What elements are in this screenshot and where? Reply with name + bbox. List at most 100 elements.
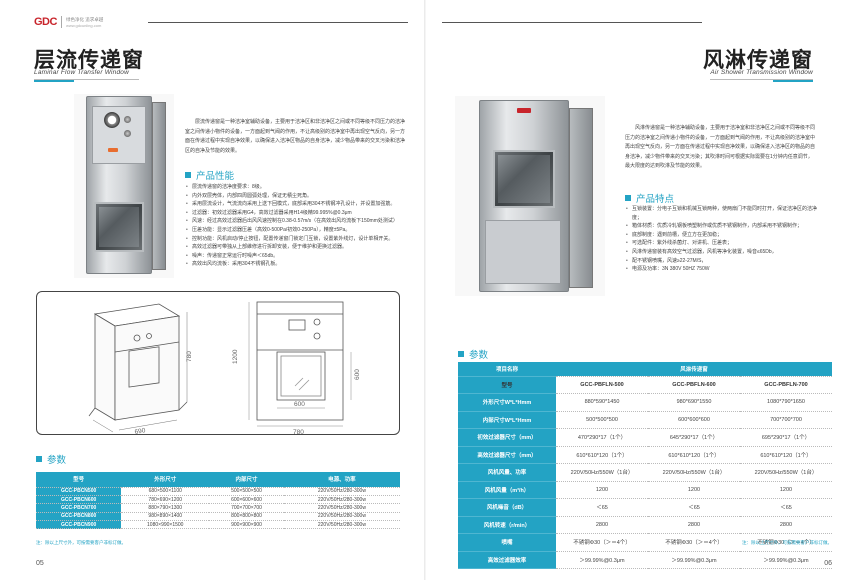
- front-elevation: [256, 301, 344, 421]
- table-cell: 610*610*120（1个）: [740, 446, 832, 464]
- logo-slogan: 绿色净化 追求卓越: [65, 16, 104, 22]
- table-cell: 980*690*1550: [648, 393, 740, 412]
- dim-depth-label: 690: [134, 427, 146, 436]
- section-bullet-icon: [625, 195, 631, 201]
- features-title: 产品性能: [196, 171, 235, 182]
- feature-item: 过滤器：初效过滤器采用G4，高效过滤器采用H14级精99.995%@0.3μm: [186, 209, 408, 218]
- table-cell: 1200: [648, 481, 740, 499]
- model-cell: GCC-PBFLN-600: [648, 376, 740, 394]
- table-cell: 1080*790*1650: [740, 393, 832, 412]
- table-row: 风机转速（r/min） 2800 2800 2800: [458, 516, 832, 534]
- table-cell: 220V/50Hz/280-300w: [283, 487, 400, 496]
- table-row: 风机风量（m³/h） 1200 1200 1200: [458, 481, 832, 499]
- dim-width-label: 780: [293, 429, 304, 436]
- table-cell: 1200: [556, 481, 648, 499]
- table-row: 风机噪音（dB） ＜65 ＜65 ＜65: [458, 498, 832, 517]
- params-heading: 参数: [458, 347, 488, 361]
- model-row: 型号 GCC-PBFLN-500 GCC-PBFLN-600 GCC-PBFLN…: [458, 376, 832, 394]
- model-cell: GCC-PBCN900: [36, 520, 122, 530]
- table-cell: 645*290*17（1个）: [648, 428, 740, 447]
- logo-divider: [60, 16, 62, 28]
- column-header: 外形尺寸: [121, 472, 210, 488]
- table-row: 外形尺寸W*L*Hmm 880*590*1450 980*690*1550 10…: [458, 393, 832, 412]
- table-cell: 220V/50Hz/550W（1台）: [648, 463, 740, 482]
- table-cell: 2800: [648, 516, 740, 534]
- dim-window-height-label: 600: [354, 369, 361, 380]
- table-cell: 980×890×1400: [121, 512, 210, 522]
- table-cell: 680×500×1100: [121, 487, 210, 496]
- table-cell: ＞99.99%@0.3μm: [648, 551, 740, 569]
- row-label: 高效过滤器效率: [458, 551, 556, 569]
- row-label: 初效过滤器尺寸（mm）: [458, 428, 556, 447]
- model-cell: GCC-PBCN500: [36, 487, 122, 496]
- feature-item: 采用层流设计，气流流向采用上送下回模式，底部采用304不锈钢冲孔设计，并设置加强…: [186, 200, 408, 209]
- right-page: 风淋传递窗 Air Shower Transmission Window 风淋传…: [425, 0, 850, 580]
- table-cell: 2800: [740, 516, 832, 534]
- section-bullet-icon: [458, 351, 464, 357]
- table-cell: 2800: [556, 516, 648, 534]
- spec-table: 项目名称 风淋传递窗 型号 GCC-PBFLN-500 GCC-PBFLN-60…: [458, 362, 832, 569]
- intro-text: 层流传递窗是一种洁净室辅助设备，主要用于洁净区和非洁净区之间或不同等级不同压力的…: [185, 118, 405, 156]
- feature-item: 箱体材质：优质冷轧钢板喷塑制作或优质不锈钢制作，内部采用不锈钢制作；: [626, 222, 818, 231]
- table-cell: 695*290*17（1个）: [740, 428, 832, 447]
- table-cell: 1200: [740, 481, 832, 499]
- footnote: 注：除以上尺寸外，可按需要客户非标订做。: [742, 540, 832, 545]
- params-heading: 参数: [36, 452, 66, 466]
- params-title: 参数: [47, 455, 67, 466]
- table-cell: 600×600×600: [209, 495, 284, 505]
- page-subtitle: Air Shower Transmission Window: [710, 69, 813, 76]
- logo-mark: GDC: [34, 16, 57, 28]
- table-cell: 800×800×800: [209, 512, 284, 522]
- table-row: 初效过滤器尺寸（mm） 470*290*17（1个） 645*290*17（1个…: [458, 428, 832, 447]
- header-rule: [442, 22, 702, 23]
- product-photo: [455, 96, 605, 296]
- table-cell: ＜65: [740, 498, 832, 517]
- title-accent-bar: [773, 80, 813, 82]
- intro-text: 风淋传递窗是一种洁净辅助设备，主要用于洁净室和非洁净区之间或不同等级不同压力的洁…: [625, 124, 817, 172]
- column-header: 型号: [36, 472, 122, 488]
- table-cell: 220V/50Hz/280-300w: [283, 512, 400, 522]
- cabinet-side: [569, 108, 593, 288]
- table-cell: 220V/50Hz/550W（1台）: [740, 463, 832, 482]
- feature-item: 风淋传递窗装有高效空气过滤器，风机等净化装置，噪音≤65Db，: [626, 248, 818, 257]
- table-row: 高效过滤器尺寸（mm） 610*610*120（1个） 610*610*120（…: [458, 446, 832, 464]
- table-cell: 220V/50Hz/280-300w: [283, 495, 400, 505]
- table-cell: 900×900×900: [209, 520, 284, 530]
- features-title: 产品特点: [636, 194, 675, 205]
- row-label: 风机风量、功率: [458, 463, 556, 482]
- group-label-cell: 项目名称: [458, 362, 556, 377]
- table-cell: 220V/50Hz/280-300w: [283, 520, 400, 530]
- table-cell: ＜65: [556, 498, 648, 517]
- switch-knob-icon: [124, 116, 131, 123]
- table-row: 风机风量、功率 220V/50Hz/550W（1台） 220V/50Hz/550…: [458, 463, 832, 482]
- features-list: 互锁装置：分电子互锁和机械互锁两种，使两扇门不能同时打开，保证洁净区的洁净度； …: [626, 205, 818, 274]
- isometric-dimensions: [92, 312, 188, 433]
- dim-window-width-label: 600: [294, 401, 305, 408]
- table-row: GCC-PBCN900 1080×990×1500 900×900×900 22…: [36, 520, 400, 530]
- intro-paragraph: 风淋传递窗是一种洁净辅助设备，主要用于洁净室和非洁净区之间或不同等级不同压力的洁…: [625, 125, 816, 169]
- table-cell: 880*590*1450: [556, 393, 648, 412]
- table-header-row: 项目名称 风淋传递窗: [458, 362, 832, 377]
- table-cell: 500×500×500: [209, 487, 284, 496]
- table-cell: ＜65: [648, 498, 740, 517]
- group-title-cell: 风淋传递窗: [556, 362, 832, 377]
- pressure-gauge-icon: [104, 112, 120, 128]
- row-label: 外形尺寸W*L*Hmm: [458, 393, 556, 412]
- table-cell: 880×790×1300: [121, 503, 210, 513]
- model-cell: GCC-PBCN600: [36, 495, 122, 505]
- model-cell: GCC-PBCN700: [36, 503, 122, 513]
- column-header: 内部尺寸: [209, 472, 284, 488]
- table-cell: 470*290*17（1个）: [556, 428, 648, 447]
- table-cell: 220V/50Hz/280-300w: [283, 503, 400, 513]
- features-heading: 产品特点: [625, 191, 674, 205]
- section-bullet-icon: [185, 172, 191, 178]
- control-panel: [92, 106, 146, 164]
- table-cell: 不锈钢Φ30（＞＝4个）: [648, 533, 740, 552]
- cabinet-side: [152, 102, 166, 270]
- product-photo: [74, 94, 174, 278]
- table-cell: 600*600*600: [648, 411, 740, 429]
- feature-item: 电源及功率：3N 380V 50HZ 750W: [626, 265, 818, 274]
- table-cell: 780×690×1200: [121, 495, 210, 505]
- intro-paragraph: 层流传递窗是一种洁净室辅助设备，主要用于洁净区和非洁净区之间或不同等级不同压力的…: [185, 119, 406, 154]
